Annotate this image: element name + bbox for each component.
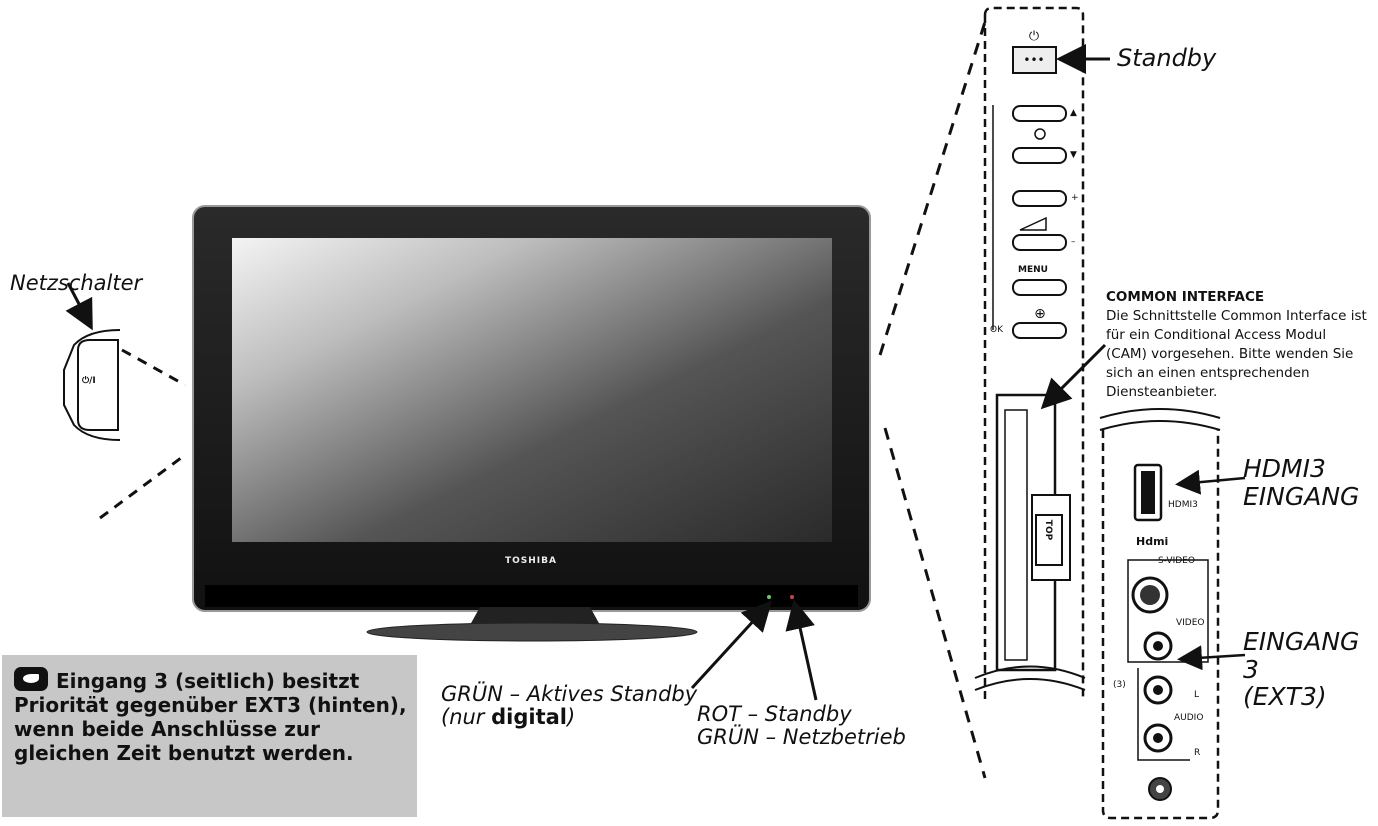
- rot-standby-label: ROT – Standby GRÜN – Netzbetrieb: [697, 702, 906, 750]
- red-led: [790, 595, 794, 599]
- plus-label: +: [1071, 193, 1079, 203]
- ok-label: OK: [990, 325, 1003, 335]
- gruen-aktiv-line1: GRÜN – Aktives Standby: [441, 682, 698, 706]
- eingang3-label: EINGANG 3 (EXT3): [1243, 628, 1378, 711]
- gruen-aktiv-label: GRÜN – Aktives Standby (nur digital): [441, 682, 698, 729]
- netzschalter-label: Netzschalter: [10, 271, 143, 295]
- tv-illustration: [192, 205, 871, 642]
- top-label: TOP: [1043, 519, 1054, 541]
- minus-label: –: [1071, 237, 1076, 247]
- svg-text:⏻: ⏻: [1029, 29, 1039, 44]
- gruen-netz-line2: GRÜN – Netzbetrieb: [697, 725, 906, 750]
- gruen-aktiv-line2: (nur digital): [441, 706, 697, 729]
- tv-stand-base: [366, 622, 698, 642]
- power-switch-illustration: [63, 282, 121, 441]
- tv-screen: [232, 238, 832, 542]
- r-label: R: [1194, 748, 1201, 758]
- note-hand-icon: [14, 667, 48, 691]
- hdmi-logo: Hdmi: [1136, 535, 1169, 548]
- common-interface-text: COMMON INTERFACE Die Schnittstelle Commo…: [1106, 288, 1371, 402]
- down-label: ▼: [1070, 150, 1077, 160]
- note-body: Eingang 3 (seitlich) besitzt Priorität g…: [14, 669, 407, 765]
- nur-text: (nur: [441, 705, 492, 730]
- power-switch-icon: [77, 339, 119, 431]
- ports-panel-outline: [1101, 430, 1220, 820]
- green-led: [767, 595, 771, 599]
- svg-text:•••: •••: [1023, 53, 1044, 67]
- standby-label: Standby: [1117, 44, 1217, 72]
- side-panel-outline: [983, 6, 1085, 700]
- ci-title: COMMON INTERFACE: [1106, 289, 1265, 305]
- hdmi3-label-line2: EINGANG: [1243, 481, 1360, 511]
- l-label: L: [1194, 690, 1200, 700]
- video-label: VIDEO: [1176, 618, 1205, 628]
- up-label: ▲: [1070, 108, 1077, 118]
- eingang3-label-line1: EINGANG 3: [1243, 627, 1360, 684]
- note-box: Eingang 3 (seitlich) besitzt Priorität g…: [2, 655, 417, 817]
- close-paren-text: ): [567, 705, 576, 730]
- hdmi3-label-line1: HDMI3: [1243, 454, 1326, 483]
- svideo-label: S-VIDEO: [1158, 556, 1195, 566]
- button-column: [1012, 105, 1067, 339]
- note-text: Eingang 3 (seitlich) besitzt Priorität g…: [14, 667, 414, 765]
- digital-text: digital: [491, 705, 567, 730]
- audio-label: AUDIO: [1174, 713, 1204, 723]
- menu-label: MENU: [1018, 265, 1048, 275]
- eingang3-label-line2: (EXT3): [1243, 682, 1327, 711]
- tv-stand-neck: [470, 607, 600, 625]
- power-symbol-label: ⏻/I: [82, 376, 96, 386]
- ci-body: Die Schnittstelle Common Interface ist f…: [1106, 308, 1367, 400]
- hdmi3-label: HDMI3 EINGANG: [1243, 455, 1359, 510]
- rot-standby-line1: ROT – Standby: [697, 702, 852, 726]
- tv-bottom-bar: [205, 585, 858, 607]
- hdmi3-port-label: HDMI3: [1168, 500, 1198, 510]
- tv-brand: TOSHIBA: [505, 556, 557, 566]
- input3-label: (3): [1113, 680, 1126, 690]
- svg-text:⊕: ⊕: [1034, 306, 1046, 322]
